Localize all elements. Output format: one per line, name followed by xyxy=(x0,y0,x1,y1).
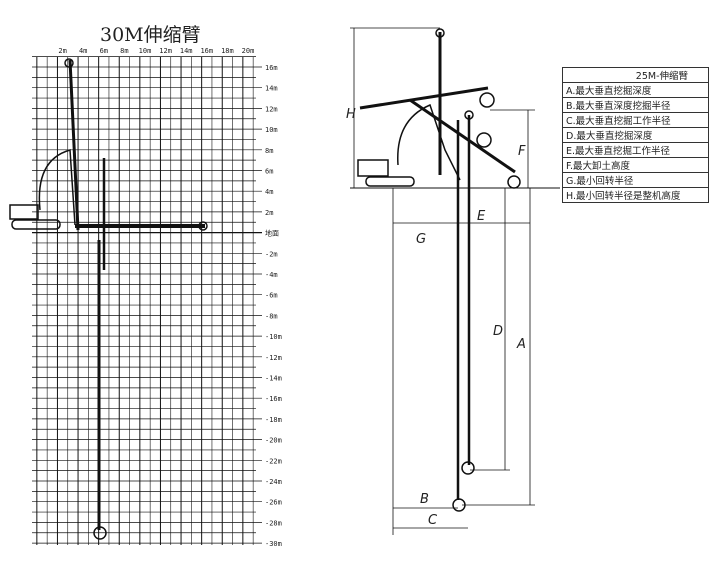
legend-item: E.最大垂直挖掘工作半径 xyxy=(562,142,709,158)
y-tick-label: -22m xyxy=(265,457,282,465)
y-tick-label: 4m xyxy=(265,188,273,196)
boom xyxy=(397,103,461,181)
y-axis-labels: 16m 14m 12m 10m 8m 6m 4m 2m 地面 -2m -4m -6m -8m -10m -1… xyxy=(265,64,282,548)
x-axis-labels: 2m 4m 6m 8m 10m 12m 14m 16m 18m 20m xyxy=(58,47,254,55)
x-tick-label: 10m xyxy=(139,47,152,55)
x-tick-label: 16m xyxy=(200,47,213,55)
y-tick-label: 10m xyxy=(265,126,278,134)
boom-retracted xyxy=(38,149,76,226)
dimension-lines xyxy=(350,27,535,535)
y-tick-label: -24m xyxy=(265,478,282,486)
y-tick-label: -20m xyxy=(265,437,282,445)
legend-item: F.最大卸土高度 xyxy=(562,157,709,173)
legend-item: B.最大垂直深度挖掘半径 xyxy=(562,97,709,113)
bucket xyxy=(93,526,107,540)
y-tick-label: -12m xyxy=(265,354,282,362)
legend-item: D.最大垂直挖掘深度 xyxy=(562,127,709,143)
vertical-arm-up xyxy=(68,59,80,231)
y-tick-label: 6m xyxy=(265,168,273,176)
y-tick-label: -18m xyxy=(265,416,282,424)
x-tick-label: 18m xyxy=(221,47,234,55)
y-tick-label: 8m xyxy=(265,147,273,155)
x-tick-label: 4m xyxy=(79,47,87,55)
legend-item: C.最大垂直挖掘工作半径 xyxy=(562,112,709,128)
dim-label-A: A xyxy=(516,337,526,352)
y-tick-label: 2m xyxy=(265,209,273,217)
legend-item: A.最大垂直挖掘深度 xyxy=(562,82,709,98)
x-tick-label: 2m xyxy=(58,47,66,55)
x-tick-label: 14m xyxy=(180,47,193,55)
legend-item: G.最小回转半径 xyxy=(562,172,709,188)
y-tick-label: -30m xyxy=(265,540,282,548)
dim-label-C: C xyxy=(428,513,438,528)
dim-label-G: G xyxy=(416,232,426,247)
track xyxy=(11,219,61,230)
y-tick-label: -10m xyxy=(265,333,282,341)
y-tick-label: -4m xyxy=(265,271,278,279)
reach-grid xyxy=(32,56,262,545)
dim-label-D: D xyxy=(493,324,503,339)
right-excavator-drawing xyxy=(350,28,560,512)
legend-table: 25M-伸缩臂 A.最大垂直挖掘深度 B.最大垂直深度挖掘半径 C.最大垂直挖掘… xyxy=(562,67,709,203)
dim-label-F: F xyxy=(518,144,526,159)
cab-body xyxy=(9,204,39,220)
y-tick-label: -14m xyxy=(265,375,282,383)
diagonal-arm xyxy=(409,98,516,174)
x-tick-label: 6m xyxy=(100,47,108,55)
diagonal-arm-top xyxy=(359,86,489,110)
legend-item: H.最小回转半径是整机高度 xyxy=(562,187,709,203)
y-tick-label: 16m xyxy=(265,64,278,72)
x-tick-label: 12m xyxy=(159,47,172,55)
y-tick-label: -6m xyxy=(265,292,278,300)
y-tick-label: 14m xyxy=(265,85,278,93)
left-excavator-drawing xyxy=(9,58,208,540)
y-tick-label: 地面 xyxy=(265,229,279,238)
y-tick-label: -26m xyxy=(265,499,282,507)
dim-label-H: H xyxy=(346,107,356,122)
y-tick-label: 12m xyxy=(265,105,278,113)
legend-header: 25M-伸缩臂 xyxy=(562,67,709,83)
track xyxy=(365,176,415,187)
dim-label-B: B xyxy=(420,492,429,507)
y-tick-label: -28m xyxy=(265,519,282,527)
dim-label-E: E xyxy=(477,209,486,224)
y-tick-label: -16m xyxy=(265,395,282,403)
y-tick-label: -8m xyxy=(265,312,278,320)
y-tick-label: -2m xyxy=(265,250,278,258)
x-tick-label: 20m xyxy=(242,47,255,55)
x-tick-label: 8m xyxy=(120,47,128,55)
diagram-title: 30M伸缩臂 xyxy=(100,24,201,46)
cab xyxy=(357,159,389,177)
